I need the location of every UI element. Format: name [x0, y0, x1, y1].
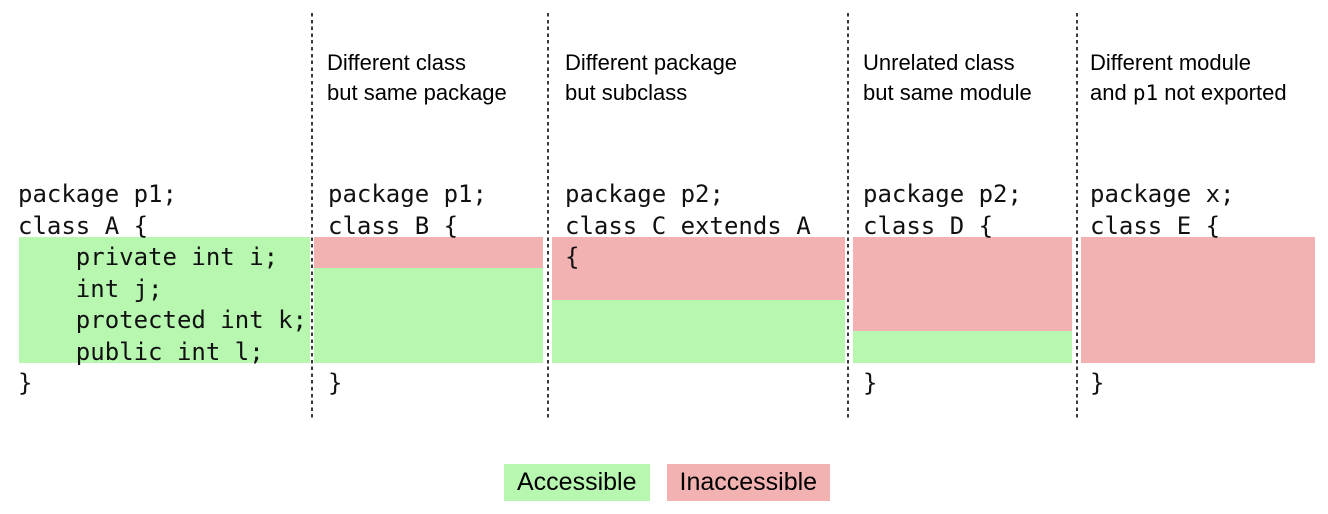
legend-accessible: Accessible — [504, 464, 650, 501]
code-block-class-a: package p1; class A { private int i; int… — [18, 180, 307, 397]
header-line: but same package — [327, 80, 507, 105]
header-line: Different module — [1090, 50, 1252, 75]
column-separator — [1076, 13, 1078, 418]
column-header-class-b: Different class but same package — [327, 48, 507, 108]
column-header-class-c: Different package but subclass — [565, 48, 737, 108]
inaccessible-region — [314, 236, 543, 268]
code-block-class-e: package x; class E { } — [1090, 180, 1235, 397]
code-block-class-b: package p1; class B { } — [328, 180, 487, 397]
header-line: Unrelated class — [863, 50, 1015, 75]
field-access-regions-class-e — [1081, 236, 1315, 363]
column-separator — [311, 13, 313, 418]
header-line: but same module — [863, 80, 1032, 105]
accessible-region — [552, 299, 845, 363]
inaccessible-region — [552, 236, 845, 300]
code-block-class-c: package p2; class C extends A { — [565, 180, 811, 271]
package-name-inline-code: p1 — [1132, 81, 1159, 105]
inaccessible-region — [1081, 236, 1315, 363]
accessible-region — [853, 331, 1072, 363]
field-access-regions-class-d — [853, 236, 1072, 363]
accessible-region — [19, 236, 310, 363]
inaccessible-region — [853, 236, 1072, 331]
column-header-class-e: Different module and p1 not exported — [1090, 48, 1287, 108]
code-block-class-d: package p2; class D { } — [863, 180, 1022, 397]
header-text: and — [1090, 80, 1133, 105]
header-line: Different class — [327, 50, 466, 75]
legend: Accessible Inaccessible — [504, 464, 831, 501]
field-access-regions-class-a — [19, 236, 310, 363]
field-access-regions-class-c — [552, 236, 845, 363]
column-header-class-d: Unrelated class but same module — [863, 48, 1032, 108]
accessible-region — [314, 268, 543, 363]
header-line: and p1 not exported — [1090, 78, 1287, 108]
column-separator — [547, 13, 549, 418]
field-access-regions-class-b — [314, 236, 543, 363]
header-text: not exported — [1158, 80, 1287, 105]
header-line: but subclass — [565, 80, 688, 105]
column-separator — [847, 13, 849, 418]
header-line: Different package — [565, 50, 738, 75]
legend-inaccessible: Inaccessible — [666, 464, 831, 501]
